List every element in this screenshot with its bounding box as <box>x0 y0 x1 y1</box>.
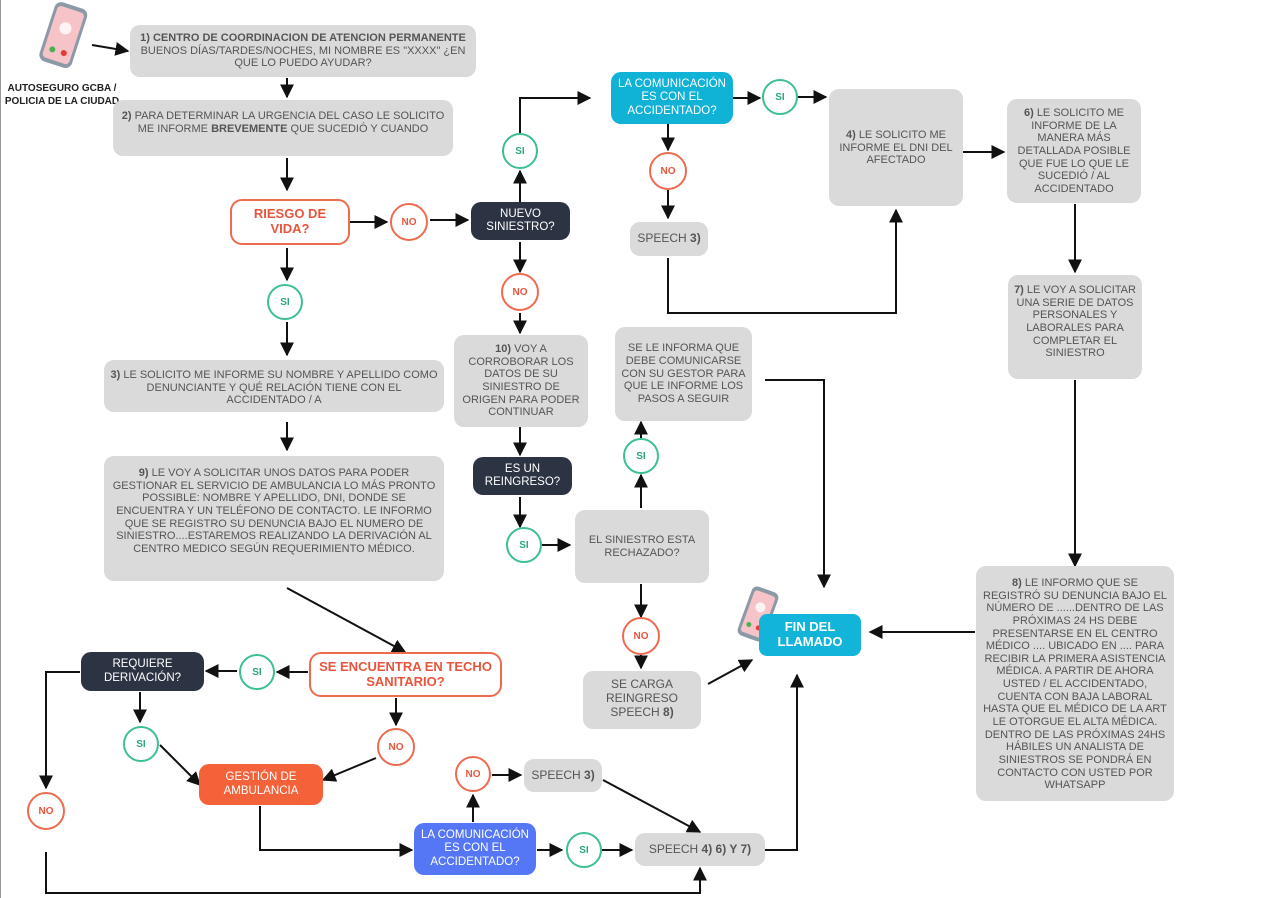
edge-speech467-fin <box>765 673 804 851</box>
step-number: 2) <box>121 110 132 122</box>
page-left-border <box>0 0 1 898</box>
no-badge: NO <box>622 617 660 655</box>
decision-riesgo-de-vida: RIESGO DE VIDA? <box>230 199 350 245</box>
step-number: 1) <box>140 32 150 44</box>
speech-number: 3) <box>690 231 701 246</box>
step-6-detalle: 6) LE SOLICITO ME INFORME DE LA MANERA M… <box>1007 99 1141 203</box>
phone-icon <box>737 586 779 642</box>
step-gestion-ambulancia: GESTIÓN DE AMBULANCIA <box>199 764 323 805</box>
step-text: LE SOLICITO ME INFORME DE LA MANERA MÁS … <box>1017 107 1131 195</box>
step-number: 7) <box>1014 284 1024 296</box>
si-badge: SI <box>762 79 798 115</box>
decision-nuevo-siniestro: NUEVO SINIESTRO? <box>471 202 570 240</box>
edge-si-gestion <box>159 744 201 786</box>
decision-siniestro-rechazado: EL SINIESTRO ESTA RECHAZADO? <box>575 510 709 583</box>
edge-si-com1 <box>519 91 592 133</box>
edge-gestion-com2 <box>259 806 414 857</box>
decision-comunicacion-accidentado-1: LA COMUNICACIÓN ES CON EL ACCIDENTADO? <box>611 72 733 124</box>
step-text: SE CARGA REINGRESO SPEECH <box>605 677 678 719</box>
step-2-urgency: 2) PARA DETERMINAR LA URGENCIA DEL CASO … <box>113 100 453 156</box>
step-number: 4) <box>845 129 856 141</box>
no-badge: NO <box>27 792 65 830</box>
step-heading: CENTRO DE COORDINACION DE ATENCION PERMA… <box>152 32 466 44</box>
step-number: 8) <box>1012 577 1022 589</box>
speech-label: SPEECH <box>648 841 699 856</box>
si-badge: SI <box>502 133 538 169</box>
step-text: LE SOLICITO ME INFORME EL DNI DEL AFECTA… <box>839 129 953 167</box>
step-number: 8) <box>663 704 674 719</box>
si-badge: SI <box>623 438 659 474</box>
step-number: 6) <box>1023 107 1034 119</box>
decision-techo-sanitario: SE ENCUENTRA EN TECHO SANITARIO? <box>309 652 502 697</box>
decision-requiere-derivacion: REQUIERE DERIVACIÓN? <box>81 652 204 691</box>
no-badge: NO <box>649 152 687 190</box>
step-number: 9) <box>138 467 149 479</box>
si-badge: SI <box>123 726 159 762</box>
speech-3-a: SPEECH 3) <box>630 222 708 256</box>
step-number: 3) <box>110 369 121 381</box>
step-10-corroborar: 10) VOY A CORROBORAR LOS DATOS DE SU SIN… <box>454 335 588 427</box>
speech-3-b: SPEECH 3) <box>524 759 602 792</box>
step-emphasis: BREVEMENTE <box>211 122 288 135</box>
si-badge: SI <box>506 527 542 563</box>
step-4-dni: 4) LE SOLICITO ME INFORME EL DNI DEL AFE… <box>829 89 963 206</box>
edge-deriv-no <box>39 671 80 790</box>
no-badge: NO <box>501 273 539 311</box>
end-fin-del-llamado: FIN DEL LLAMADO <box>759 614 861 656</box>
step-text: PARA DETERMINAR LA URGENCIA DEL CASO LE … <box>134 110 445 135</box>
edge-speech3a-n4 <box>667 208 903 314</box>
speech-label: SPEECH <box>637 231 687 246</box>
step-number: 10) <box>495 343 511 355</box>
speech-label: SPEECH <box>531 767 581 782</box>
phone-icon <box>39 2 88 68</box>
edge-phone-n1 <box>91 42 130 56</box>
edge-n9-techo <box>286 587 407 653</box>
si-badge: SI <box>239 654 275 690</box>
edge-carga-fin <box>707 659 754 685</box>
step-1-greeting: 1) CENTRO DE COORDINACION DE ATENCION PE… <box>130 25 476 77</box>
speech-4-6-7: SPEECH 4) 6) Y 7) <box>635 833 765 866</box>
speech-number: 3) <box>584 767 595 782</box>
edge-speech3b-speech467 <box>602 779 702 833</box>
no-badge: NO <box>390 203 428 241</box>
edge-gestor-fin <box>765 379 831 589</box>
step-text: BUENOS DÍAS/TARDES/NOCHES, MI NOMBRE ES … <box>140 44 466 70</box>
author-label: AUTOSEGURO GCBA / POLICIA DE LA CIUDAD <box>4 83 120 107</box>
decision-comunicacion-accidentado-2: LA COMUNICACIÓN ES CON EL ACCIDENTADO? <box>414 823 536 875</box>
step-text: LE VOY A SOLICITAR UNOS DATOS PARA PODER… <box>112 467 436 555</box>
edge-no-gestion <box>321 757 377 782</box>
step-text: LE SOLICITO ME INFORME SU NOMBRE Y APELL… <box>123 369 438 407</box>
edge-no-speech467 <box>45 852 707 894</box>
step-text: VOY A CORROBORAR LOS DATOS DE SU SINIEST… <box>462 343 580 419</box>
step-text: LE INFORMO QUE SE REGISTRÓ SU DENUNCIA B… <box>983 577 1167 792</box>
decision-reingreso: ES UN REINGRESO? <box>473 457 572 495</box>
step-text-end: QUE SUCEDIÓ Y CUANDO <box>290 122 429 135</box>
si-badge: SI <box>267 284 303 320</box>
step-text: LE VOY A SOLICITAR UNA SERIE DE DATOS PE… <box>1016 284 1136 360</box>
step-3-nombre: 3) LE SOLICITO ME INFORME SU NOMBRE Y AP… <box>104 360 444 412</box>
step-9-ambulancia: 9) LE VOY A SOLICITAR UNOS DATOS PARA PO… <box>104 456 444 581</box>
no-badge: NO <box>377 728 415 766</box>
si-badge: SI <box>566 832 602 868</box>
step-carga-reingreso: SE CARGA REINGRESO SPEECH 8) <box>583 671 701 729</box>
no-badge: NO <box>455 756 491 792</box>
speech-number: 4) 6) Y 7) <box>701 841 752 856</box>
step-8-registro: 8) LE INFORMO QUE SE REGISTRÓ SU DENUNCI… <box>976 566 1174 801</box>
info-gestor: SE LE INFORMA QUE DEBE COMUNICARSE CON S… <box>615 327 752 421</box>
step-7-datos-personales: 7) LE VOY A SOLICITAR UNA SERIE DE DATOS… <box>1008 275 1142 379</box>
